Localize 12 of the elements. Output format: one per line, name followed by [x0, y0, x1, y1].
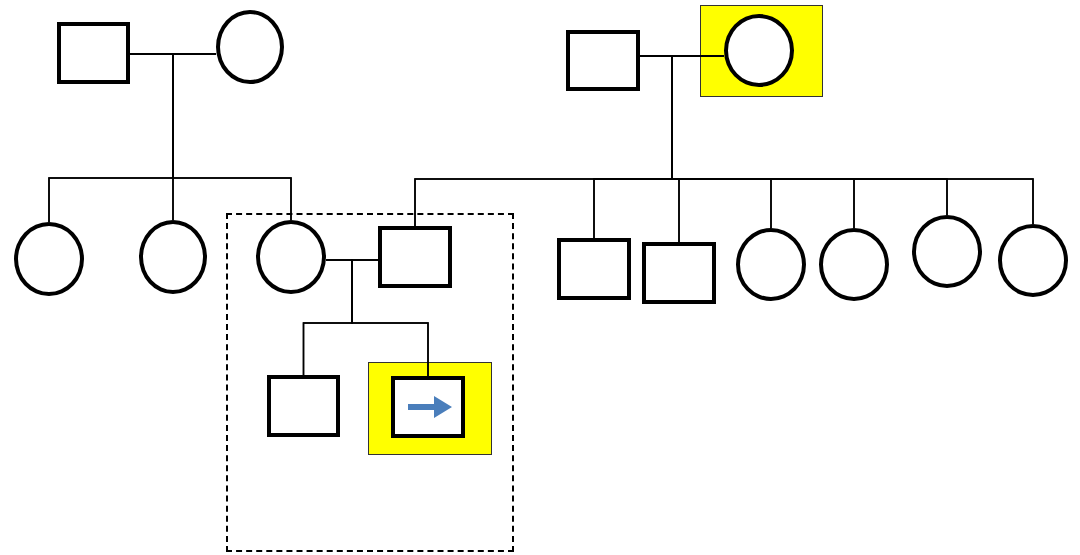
dashed-frame [226, 213, 514, 552]
male-square [378, 226, 452, 288]
highlight-box [700, 5, 823, 97]
male-square [267, 375, 340, 437]
highlight-box [368, 362, 492, 455]
male-square [57, 22, 130, 84]
male-square [391, 376, 465, 438]
male-square [566, 30, 640, 91]
male-square [557, 238, 631, 300]
pedigree-line [351, 259, 429, 377]
pedigree-line [172, 53, 292, 221]
male-square [642, 242, 716, 304]
